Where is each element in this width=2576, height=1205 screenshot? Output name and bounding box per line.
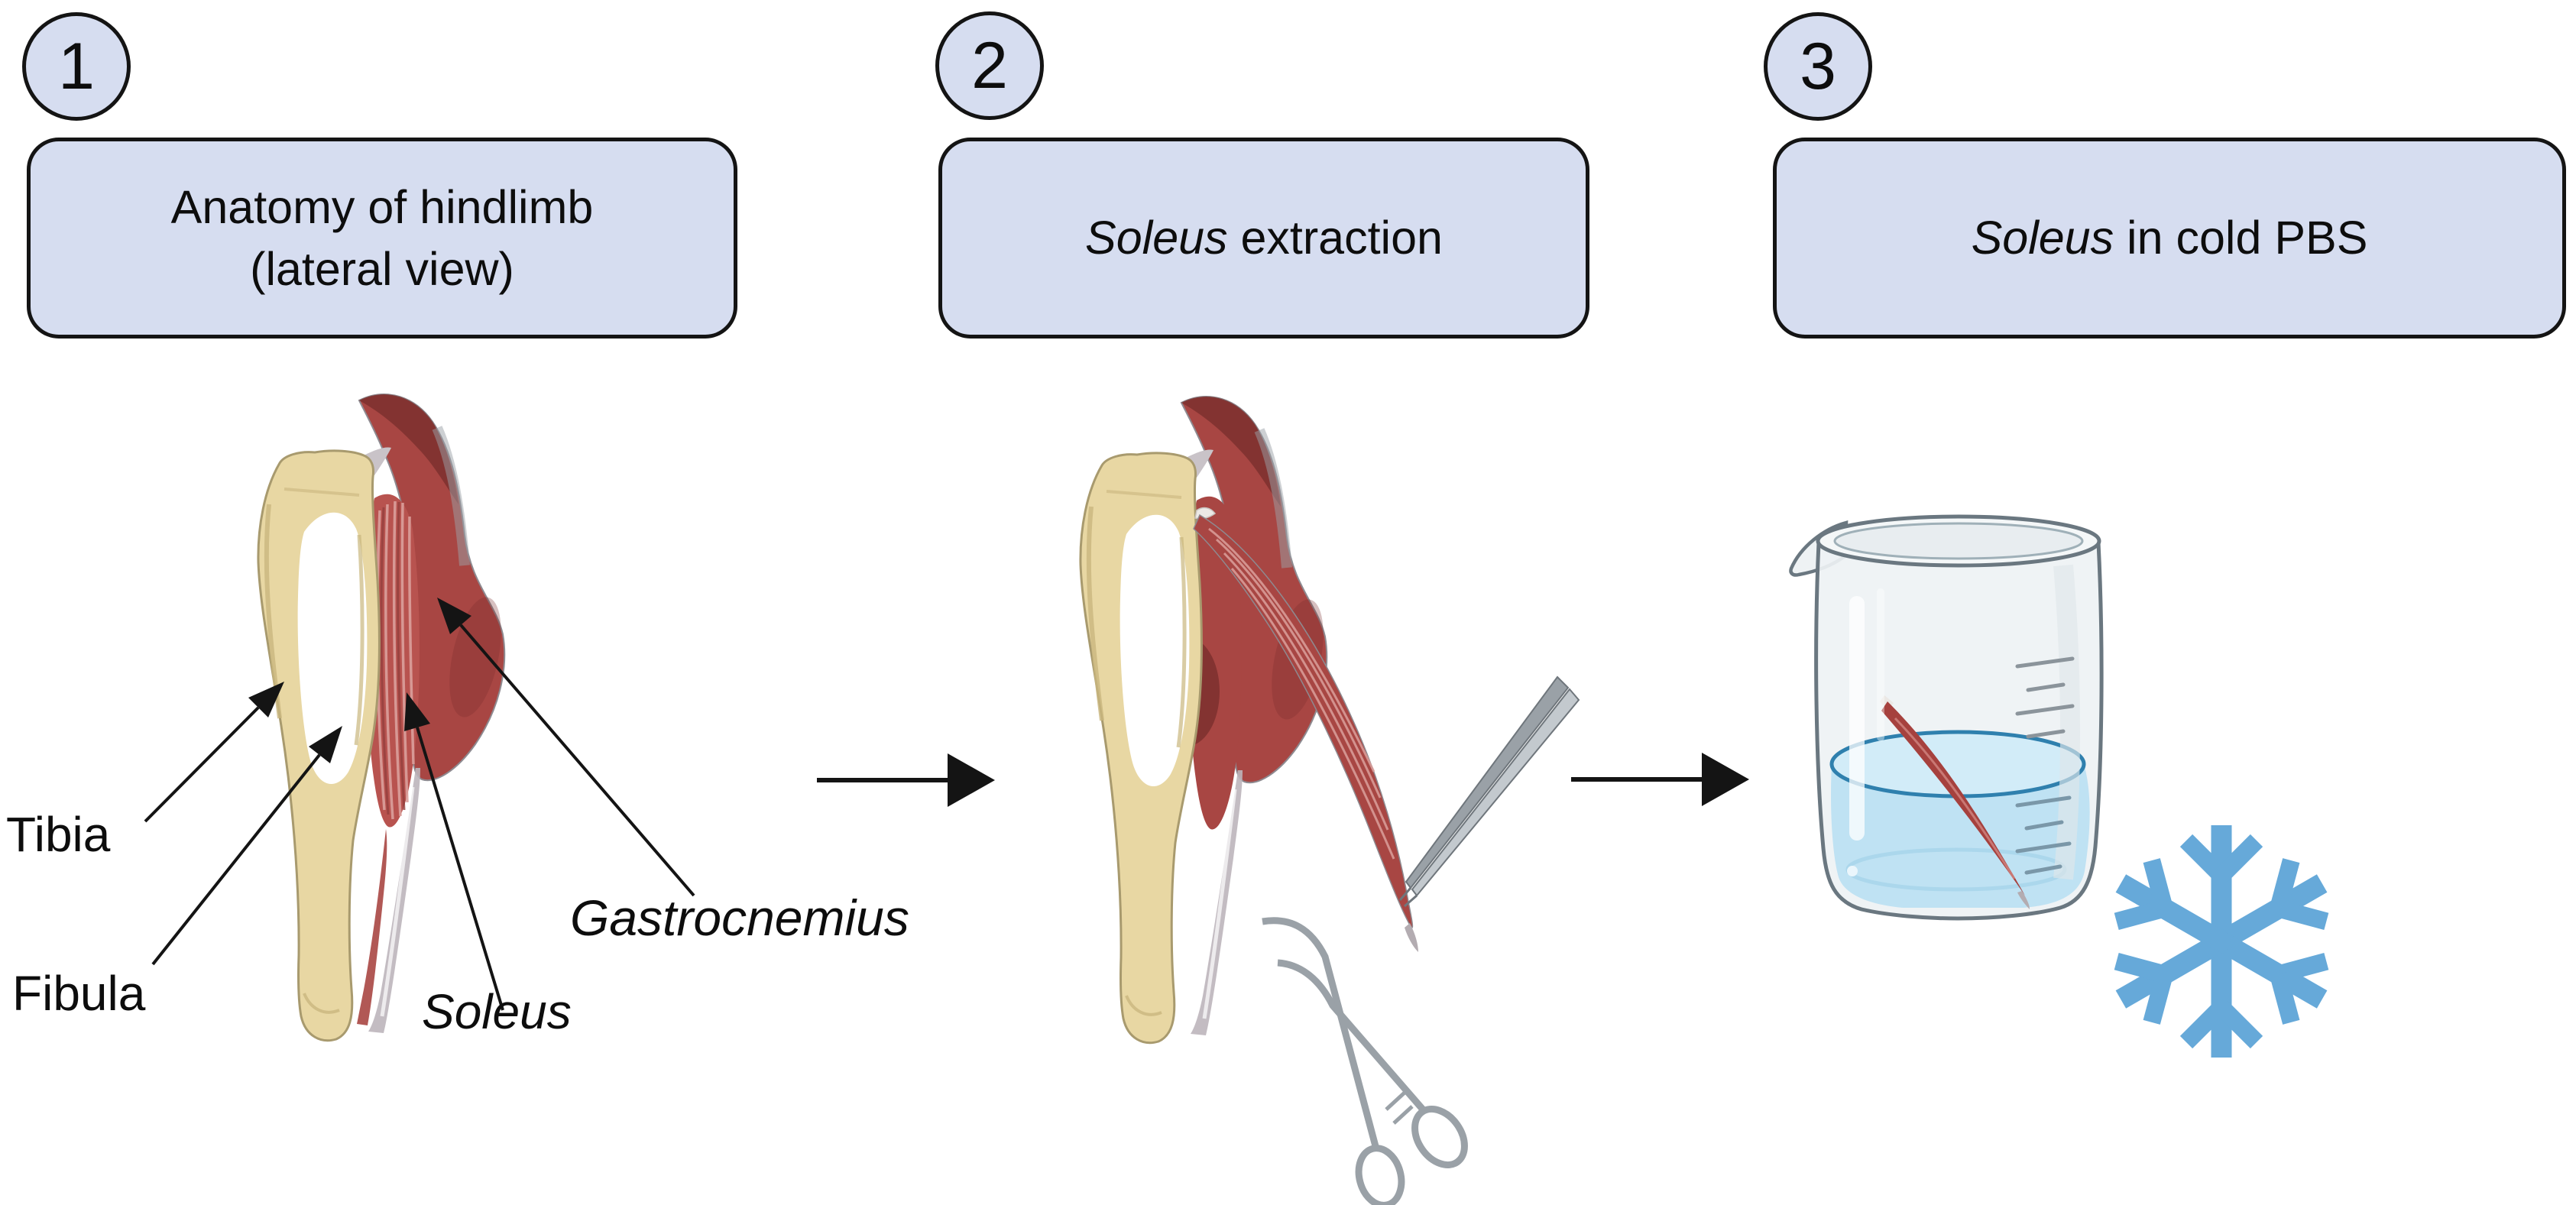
- step-2-badge: 2: [935, 11, 1044, 120]
- step-2-box: Soleus extraction: [938, 138, 1589, 339]
- soleus-muscle: [365, 494, 420, 828]
- step-3-title: Soleus in cold PBS: [1972, 207, 2368, 269]
- label-gastrocnemius: Gastrocnemius: [570, 889, 909, 946]
- step-1-title-line2: (lateral view): [250, 242, 514, 295]
- snowflake-icon: [2103, 825, 2339, 1058]
- step-3-number: 3: [1800, 30, 1836, 103]
- soleus-arrowhead-icon: [404, 692, 430, 731]
- anatomy-annotations: [144, 598, 695, 1011]
- step-3-badge: 3: [1764, 12, 1872, 121]
- forceps-icon: [1398, 675, 1580, 908]
- gastrocnemius-arrowhead-icon: [437, 598, 471, 634]
- graduation-marks: [2015, 656, 2075, 875]
- step-3-title-rest: in cold PBS: [2114, 212, 2368, 264]
- label-tibia: Tibia: [6, 807, 111, 862]
- gastrocnemius-pointer: [437, 598, 695, 897]
- step-1-box: Anatomy of hindlimb (lateral view): [27, 138, 737, 339]
- label-soleus: Soleus: [422, 984, 572, 1039]
- label-fibula: Fibula: [12, 966, 146, 1021]
- extracted-soleus-muscle: [1193, 507, 1418, 952]
- step-3-box: Soleus in cold PBS: [1773, 138, 2566, 339]
- step-2-number: 2: [971, 29, 1008, 102]
- tibia-arrowhead-icon: [248, 682, 284, 717]
- step-1-number: 1: [58, 30, 95, 103]
- tibia-fibula-bones: [1081, 449, 1213, 1042]
- fibula-pointer: [151, 726, 342, 966]
- hemostat-icon: [1262, 917, 1468, 1205]
- step-2-title-italic: Soleus: [1085, 212, 1228, 264]
- step-3-title-italic: Soleus: [1971, 212, 2114, 264]
- fibula-arrowhead-icon: [309, 726, 342, 763]
- soleus-in-beaker: [1880, 695, 2030, 909]
- beaker-icon: [1789, 514, 2104, 921]
- step-2-title-rest: extraction: [1227, 212, 1443, 264]
- soleus-pointer: [404, 692, 504, 1011]
- hindlimb-anatomy-illustration: [258, 394, 510, 1041]
- soleus-distal-strip: [357, 829, 387, 1025]
- pbs-liquid: [1829, 730, 2090, 908]
- step-2-title: Soleus extraction: [1085, 207, 1443, 269]
- soleus-extraction-illustration: [1081, 397, 1580, 1205]
- arrow-right-icon: [817, 753, 995, 807]
- step-1-badge: 1: [22, 12, 131, 121]
- arrow-right-icon: [1571, 753, 1749, 806]
- step-1-title-line1: Anatomy of hindlimb: [170, 180, 594, 233]
- tibia-pointer: [144, 682, 284, 823]
